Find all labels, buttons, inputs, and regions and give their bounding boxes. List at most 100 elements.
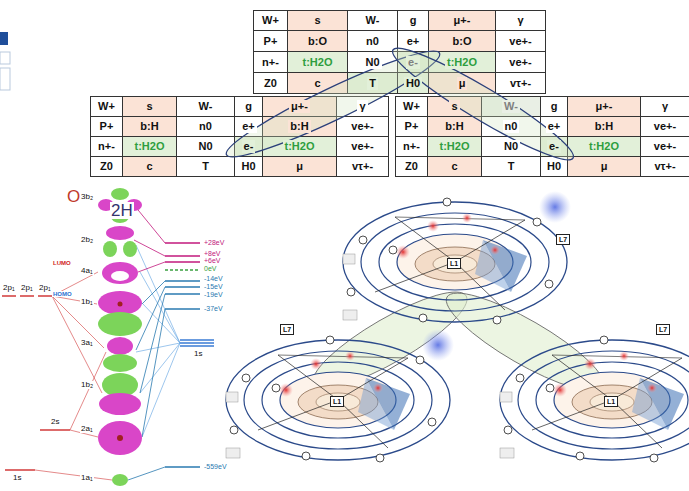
table-cell-text: N0 [363,56,381,69]
table-cell-text: W+ [96,100,117,113]
table-cell-text: e+ [405,35,422,48]
orbital-tag: HOMO [52,291,73,297]
table-cell-text: W- [197,100,215,113]
table-cell-text: t:H2O [445,56,479,69]
cell-text-holder: ve+- [495,30,546,52]
table-cell-text: ve+- [652,120,678,133]
atomic-orbital-label: 1s [12,474,22,482]
table-cell-text: T [200,160,211,173]
cell-text-holder: e- [540,136,568,157]
energy-label: -19eV [203,291,224,298]
cell-text-holder: N0 [176,136,235,157]
table-cell-text: ve+- [349,120,375,133]
table-cell-text: Z0 [403,160,420,173]
cell-text-holder: μ [428,72,496,94]
cell-text-holder: c [427,156,482,177]
cell-text-holder: c [287,72,348,94]
table-cell-text: H0 [239,160,257,173]
cell-text-holder: γ [336,96,389,117]
table-cell-text: W- [502,100,520,113]
table-cell-text: n+- [401,140,422,153]
cell-text-holder: e+ [397,30,429,52]
table-cell-text: s [144,100,154,113]
cell-text-holder: s [427,96,482,117]
table-cell-text: ve+- [349,140,375,153]
cell-text-holder: Z0 [395,156,428,177]
table-cell-text: H0 [545,160,563,173]
table-cell-text: t:H2O [438,140,472,153]
table-cell-text: c [144,160,154,173]
cell-text-holder: N0 [347,51,398,73]
cell-text-holder: t:H2O [567,136,641,157]
table-cell-text: n0 [197,120,214,133]
table-cell-text: n+- [260,56,281,69]
table-cell-text: e+ [546,120,563,133]
cell-text-holder: ve+- [336,116,389,137]
cell-text-holder: W+ [253,10,288,31]
table-cell-text: N0 [502,140,520,153]
cell-text-holder: b:H [262,116,337,137]
table-cell-text: μ [599,160,610,173]
cell-text-holder: vτ+- [495,72,546,94]
table-cell-text: P+ [403,120,421,133]
table-cell-text: ve+- [507,35,533,48]
cell-text-holder: t:H2O [287,51,348,73]
table-cell-text: ve+- [507,56,533,69]
table-cell-text: e- [242,140,256,153]
cell-text-holder: g [540,96,568,117]
table-cell-text: b:H [288,120,310,133]
table-cell-text: s [449,100,459,113]
cell-text-holder: e+ [234,116,263,137]
orbital-label: 2a₁ [80,425,94,433]
cell-text-holder: n0 [176,116,235,137]
table-cell-text: H0 [404,77,422,90]
cell-text-holder: n+- [253,51,288,73]
table-cell-text: t:H2O [283,140,317,153]
table-cell-text: W+ [401,100,422,113]
orbital-label: 3b₂ [80,193,94,201]
table-cell-text: vτ+- [350,160,375,173]
orbital-label: 1a₁ [80,474,94,482]
table-cell-text: b:O [451,35,474,48]
energy-label: -37eV [203,305,224,312]
atomic-orbital-label: 2p₁ [2,284,16,292]
cell-text-holder: P+ [253,30,288,52]
energy-label: -15eV [203,283,224,290]
table-cell-text: N0 [196,140,214,153]
table-cell-text: b:H [443,120,465,133]
layer-label: L1 [604,396,618,407]
cell-text-holder: e- [397,51,429,73]
cell-text-holder: γ [495,10,546,31]
table-cell-text: t:H2O [587,140,621,153]
atomic-orbital-label: 2s [50,418,60,426]
energy-label: +6eV [203,257,222,264]
cell-text-holder: μ+- [567,96,641,117]
table-cell-text: e+ [240,120,257,133]
cell-text-holder: ve+- [495,51,546,73]
cell-text-holder: W- [176,96,235,117]
cell-text-holder: c [122,156,177,177]
table-cell-text: ve+- [652,140,678,153]
cell-text-holder: vτ+- [336,156,389,177]
table-cell-text: e- [547,140,561,153]
table-cell-text: g [243,100,254,113]
cell-text-holder: n+- [90,136,123,157]
energy-label: +28eV [203,239,225,246]
cell-text-holder: T [347,72,398,94]
cell-text-holder: ve+- [336,136,389,157]
atomic-orbital-label: 1s [193,350,203,358]
table-cell-text: t:H2O [301,56,335,69]
cell-text-holder: P+ [395,116,428,137]
cell-text-holder: T [481,156,541,177]
table-cell-text: γ [660,100,670,113]
orbital-label: 4a₁ [80,267,94,275]
table-cell-text: n0 [364,35,381,48]
table-cell-text: n+- [96,140,117,153]
table-cell-text: b:H [593,120,615,133]
cell-text-holder: γ [640,96,689,117]
energy-label: -14eV [203,275,224,282]
atomic-orbital-label: 2p₁ [20,284,34,292]
atomic-orbital-label: 2p₁ [38,284,52,292]
table-cell-text: μ+- [452,14,473,27]
